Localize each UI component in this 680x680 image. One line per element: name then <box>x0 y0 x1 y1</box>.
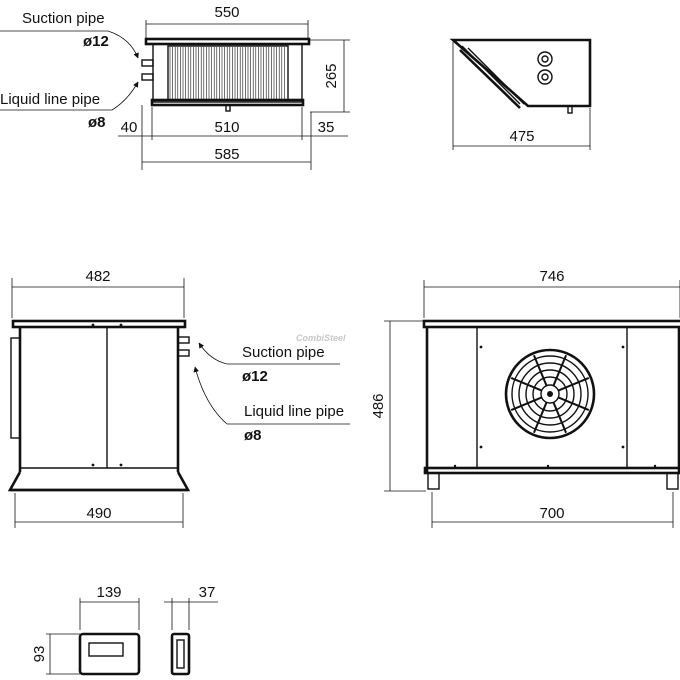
dim-700: 700 <box>539 505 564 522</box>
side-view: 482 490 Suction pipe ø12 Liquid line pip… <box>7 268 350 528</box>
top-view: 550 265 40 510 35 585 Suction pipe ø12 L… <box>0 4 350 170</box>
dim-550: 550 <box>214 4 239 21</box>
suction-pipe-size: ø12 <box>83 33 109 50</box>
dim-35: 35 <box>318 119 335 136</box>
watermark-logo: CombiSteel <box>296 333 346 343</box>
liquid-line-pipe-label-side: Liquid line pipe <box>244 403 344 420</box>
dim-265: 265 <box>323 63 340 88</box>
liquid-line-pipe-size: ø8 <box>88 114 106 131</box>
dim-475: 475 <box>509 128 534 145</box>
condenser-fins <box>169 47 285 99</box>
liquid-line-pipe-label: Liquid line pipe <box>0 91 100 108</box>
dim-486: 486 <box>370 393 387 418</box>
dim-585: 585 <box>214 146 239 163</box>
suction-pipe-label: Suction pipe <box>22 10 105 27</box>
dim-40: 40 <box>121 119 138 136</box>
suction-pipe-size-side: ø12 <box>242 368 268 385</box>
controller-side-view: 37 <box>164 584 218 676</box>
dim-37: 37 <box>199 584 216 601</box>
fan-guard <box>504 348 596 440</box>
liquid-line-pipe-size-side: ø8 <box>244 427 262 444</box>
dim-139: 139 <box>96 584 121 601</box>
dim-510: 510 <box>214 119 239 136</box>
dim-93: 93 <box>31 646 48 663</box>
controller-front-view: 139 93 <box>31 584 141 676</box>
dim-490: 490 <box>86 505 111 522</box>
dim-746: 746 <box>539 268 564 285</box>
side-top-view: 475 <box>449 38 592 150</box>
dim-482: 482 <box>85 268 110 285</box>
suction-pipe-label-side: Suction pipe <box>242 344 325 361</box>
front-view: 746 486 CombiSteel <box>296 268 680 528</box>
